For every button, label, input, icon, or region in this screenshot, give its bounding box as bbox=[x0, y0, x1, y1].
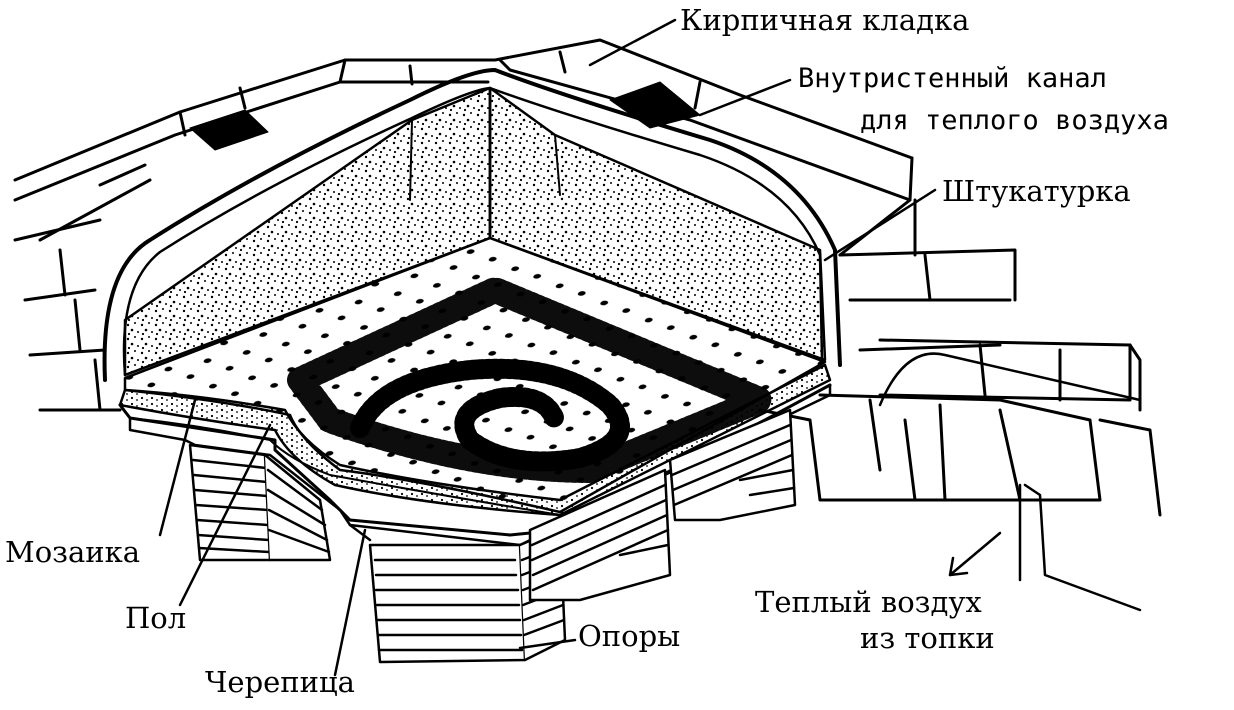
label-supports: Опоры bbox=[578, 619, 681, 653]
vent-grate-left-icon bbox=[189, 109, 269, 151]
warm-air-duct bbox=[878, 352, 1142, 612]
vent-grate-right-icon bbox=[609, 81, 701, 129]
label-warm-air-line1: Теплый воздух bbox=[755, 585, 982, 619]
label-wall-channel-line2: для теплого воздуха bbox=[860, 105, 1169, 136]
label-brickwork: Кирпичная кладка bbox=[680, 3, 970, 37]
label-mosaic: Мозаика bbox=[5, 535, 141, 569]
leader-lines bbox=[158, 18, 937, 677]
support-pillar-right bbox=[668, 408, 797, 522]
label-plaster: Штукатурка bbox=[942, 174, 1131, 208]
label-tiles: Черепица bbox=[205, 665, 355, 699]
label-warm-air-line2: из топки bbox=[860, 621, 995, 655]
plaster-walls bbox=[102, 68, 842, 382]
support-pillar-middle bbox=[528, 468, 672, 602]
warm-air-arrow-icon bbox=[948, 531, 1002, 577]
brick-wall bbox=[13, 38, 1162, 517]
label-wall-channel-line1: Внутристенный канал bbox=[798, 63, 1107, 94]
label-floor: Пол bbox=[125, 601, 187, 635]
